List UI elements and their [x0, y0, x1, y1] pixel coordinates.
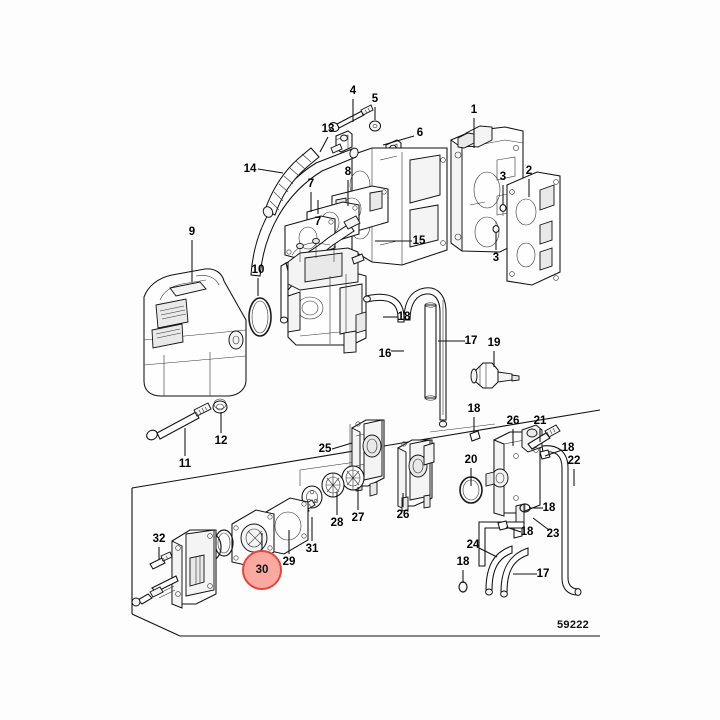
part-diaphragm-27 [341, 465, 365, 491]
part-hose-clamp-18f [458, 581, 468, 593]
part-screw-32 [149, 551, 173, 570]
part-spring-assembly [131, 575, 179, 607]
callout-11: 11 [179, 458, 192, 470]
part-fuel-connector-19 [470, 362, 520, 389]
part-fuel-hose-16 [403, 287, 448, 428]
callout-12: 12 [215, 435, 228, 447]
callout-18c: 18 [562, 442, 575, 454]
callout-31: 31 [306, 543, 319, 555]
part-fuel-hose-17a [424, 302, 437, 401]
callout-13: 13 [322, 123, 335, 135]
part-washer-5 [368, 120, 382, 132]
leader-line-24 [478, 547, 498, 558]
callout-2: 2 [526, 165, 532, 177]
callout-1: 1 [471, 104, 478, 116]
callout-8: 8 [345, 166, 352, 178]
part-fuel-hose-22 [541, 445, 582, 596]
leader-line-25 [331, 442, 353, 450]
part-bolt-long-11 [146, 402, 212, 441]
callout-3b: 3 [493, 252, 499, 264]
callout-17b: 17 [537, 568, 550, 580]
callout-18b: 18 [468, 403, 481, 415]
highlight-callout-30[interactable]: 30 [242, 550, 282, 590]
part-fuel-pump-body-26a [397, 439, 435, 512]
part-fuel-pump-right [485, 424, 543, 525]
part-hose-clamp-18b [469, 430, 481, 442]
callout-6: 6 [417, 127, 423, 139]
callout-18d: 18 [543, 502, 556, 514]
part-screw-21 [527, 424, 561, 450]
callout-23: 23 [547, 528, 560, 540]
callout-5: 5 [372, 93, 379, 105]
callout-30: 30 [256, 564, 269, 576]
callout-18a: 18 [398, 311, 411, 323]
callout-24: 24 [467, 539, 480, 551]
part-hose-carb-right [363, 293, 405, 323]
panel-inner-guide [299, 459, 371, 486]
callout-17a: 17 [465, 335, 478, 347]
leader-line-6 [382, 135, 415, 146]
callout-21: 21 [534, 415, 547, 427]
part-washer-12 [212, 398, 228, 414]
callout-7b: 7 [315, 216, 321, 228]
callout-numbers: 1233456778910111213141516171718181818181… [153, 85, 581, 580]
panel-inner-guide2 [429, 423, 496, 433]
part-carburetor [287, 237, 367, 354]
callout-3a: 3 [500, 171, 506, 183]
callout-27: 27 [352, 512, 365, 524]
callout-32: 32 [153, 533, 166, 545]
leader-line-18e [505, 526, 522, 533]
drawing-number: 59222 [557, 619, 589, 631]
part-u-hose [478, 521, 525, 567]
callout-19: 19 [488, 337, 501, 349]
leader-line-14 [257, 168, 284, 174]
part-clamp-bracket-6 [330, 130, 353, 154]
callout-14: 14 [244, 163, 257, 175]
callout-15: 15 [413, 235, 426, 247]
part-fuel-hose-17b [500, 547, 529, 598]
callout-26b: 26 [507, 415, 520, 427]
leader-line-18c [544, 449, 563, 457]
callout-25: 25 [319, 443, 332, 455]
part-housing-bottom-left [171, 529, 217, 609]
callout-26a: 26 [397, 509, 410, 521]
leader-line-13 [319, 136, 329, 153]
callout-9: 9 [189, 226, 195, 238]
callout-7a: 7 [308, 178, 314, 190]
callout-20: 20 [465, 454, 478, 466]
leader-lines [158, 99, 575, 583]
callout-4: 4 [350, 85, 357, 97]
part-air-silencer-cover-9 [143, 268, 247, 397]
callout-29: 29 [283, 556, 296, 568]
part-hose-clamp-18e [497, 520, 509, 531]
part-bolt-3a [499, 204, 507, 216]
part-corrugated-hose-14 [262, 147, 320, 218]
highlight-circle[interactable] [242, 550, 282, 590]
part-fuel-hose-24 [485, 545, 513, 596]
part-intake-manifold-gasket [506, 171, 561, 286]
callout-28: 28 [331, 517, 344, 529]
callout-18f: 18 [457, 556, 470, 568]
part-diaphragm-28 [321, 472, 345, 498]
callout-10: 10 [252, 264, 265, 276]
callout-18e: 18 [521, 526, 534, 538]
callout-16: 16 [379, 348, 392, 360]
part-o-ring-10 [248, 297, 272, 337]
panel-corner-chamfer [131, 613, 181, 637]
part-hose-clamp-18c [539, 449, 551, 460]
callout-22: 22 [568, 455, 581, 467]
leader-line-23 [532, 517, 550, 531]
part-bolt-long-4 [328, 104, 374, 132]
